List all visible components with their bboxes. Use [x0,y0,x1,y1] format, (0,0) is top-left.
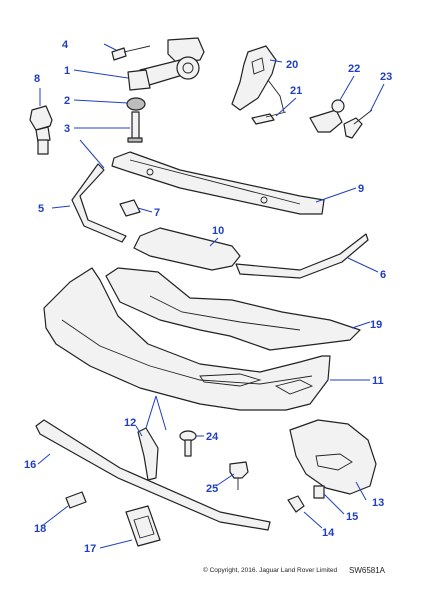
lower-grille-strip [35,419,271,531]
callout-5: 5 [38,203,44,215]
callout-23: 23 [380,71,392,83]
absorber-foam [133,227,241,271]
callout-4: 4 [62,39,69,51]
energy-absorber-assembly [111,37,205,143]
figure-id: SW6581A [349,566,386,575]
callout-6: 6 [380,269,386,281]
arch-liner [289,419,377,495]
callout-17: 17 [84,543,96,555]
callout-8: 8 [34,73,40,85]
callout-1: 1 [64,65,70,77]
callout-14: 14 [322,527,335,539]
small-bracket-18 [65,491,87,509]
left-trim-strip [71,163,127,243]
support-bracket [137,427,159,481]
callout-24: 24 [206,431,219,443]
right-trim-strip [235,233,369,279]
callout-21: 21 [290,85,302,97]
lower-valance [105,267,361,351]
push-rivet [229,461,249,490]
callout-13: 13 [372,497,384,509]
callout-2: 2 [64,95,70,107]
copyright-notice: © Copyright, 2016. Jaguar Land Rover Lim… [203,567,338,574]
clip-7 [119,199,141,217]
callout-22: 22 [348,63,360,75]
callout-20: 20 [286,59,298,71]
upper-beam [111,151,325,215]
retaining-clip [179,430,197,457]
fasteners [287,485,325,513]
callout-19: 19 [370,319,382,331]
callout-18: 18 [34,523,46,535]
callout-10: 10 [212,225,224,237]
callout-12: 12 [124,417,136,429]
callout-15: 15 [346,511,358,523]
bumper-cover [43,267,331,411]
bracket-and-clips [231,45,373,139]
leader-lines [37,43,385,549]
callout-11: 11 [372,375,384,387]
callout-9: 9 [358,183,364,195]
callout-7: 7 [154,207,160,219]
callout-3: 3 [64,123,70,135]
bolt [29,105,53,155]
callout-25: 25 [206,483,218,495]
callout-16: 16 [24,459,36,471]
number-plate-bracket [125,505,161,547]
